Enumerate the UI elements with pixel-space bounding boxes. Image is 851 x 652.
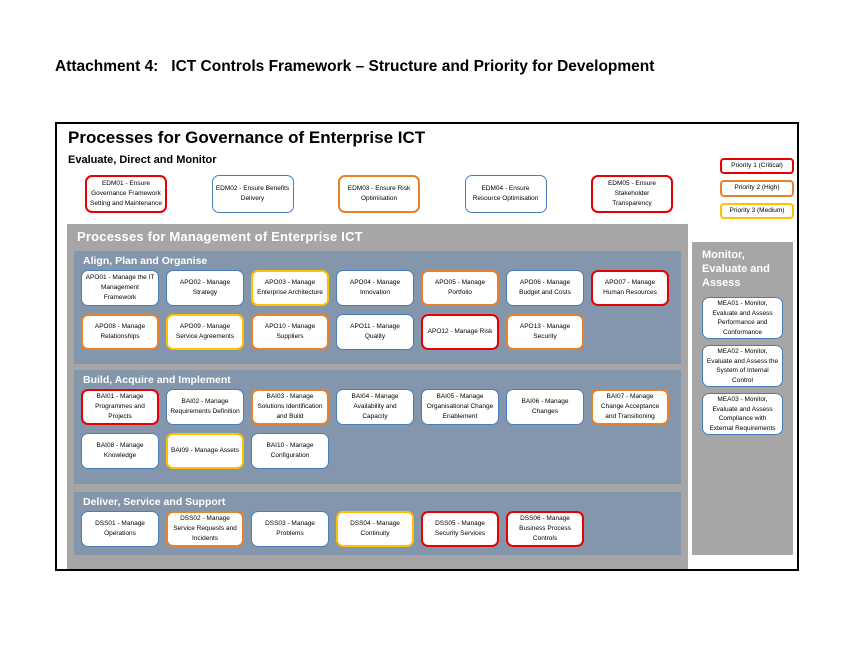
- priority-legend: Priority 1 (Critical) Priority 2 (High) …: [720, 158, 794, 220]
- process-apo13: APO13 - Manage Security: [506, 314, 584, 350]
- process-bai03: BAI03 - Manage Solutions Identification …: [251, 389, 329, 425]
- dss-process-grid: DSS01 - Manage Operations DSS02 - Manage…: [74, 511, 681, 547]
- section-bai-title: Build, Acquire and Implement: [83, 374, 231, 386]
- process-edm04: EDM04 - Ensure Resource Optimisation: [464, 175, 547, 213]
- process-edm01: EDM01 - Ensure Governance Framework Sett…: [85, 175, 167, 213]
- process-apo01: APO01 - Manage the IT Management Framewo…: [81, 270, 159, 306]
- process-dss06: DSS06 - Manage Business Process Controls: [506, 511, 584, 547]
- process-bai08: BAI08 - Manage Knowledge: [81, 433, 159, 469]
- apo-process-grid: APO01 - Manage the IT Management Framewo…: [74, 270, 681, 350]
- process-bai06: BAI06 - Manage Changes: [506, 389, 584, 425]
- process-bai07: BAI07 - Manage Change Acceptance and Tra…: [591, 389, 669, 425]
- section-build-acquire-implement: Build, Acquire and Implement BAI01 - Man…: [74, 370, 681, 484]
- section-apo-title: Align, Plan and Organise: [83, 255, 208, 267]
- process-dss03: DSS03 - Manage Problems: [251, 511, 329, 547]
- management-title: Processes for Management of Enterprise I…: [77, 229, 363, 244]
- process-apo11: APO11 - Manage Quality: [336, 314, 414, 350]
- process-mea03: MEA03 - Monitor, Evaluate and Assess Com…: [702, 393, 783, 436]
- governance-title: Processes for Governance of Enterprise I…: [68, 128, 426, 147]
- process-bai02: BAI02 - Manage Requirements Definition: [166, 389, 244, 425]
- process-mea01: MEA01 - Monitor, Evaluate and Assess Per…: [702, 297, 783, 340]
- process-edm03: EDM03 - Ensure Risk Optimisation: [338, 175, 420, 213]
- process-dss01: DSS01 - Manage Operations: [81, 511, 159, 547]
- process-dss04: DSS04 - Manage Continuity: [336, 511, 414, 547]
- management-panel: Processes for Management of Enterprise I…: [67, 224, 688, 569]
- process-edm05: EDM05 - Ensure Stakeholder Transparency: [591, 175, 673, 213]
- process-edm02: EDM02 - Ensure Benefits Delivery: [211, 175, 294, 213]
- process-bai09: BAI09 - Manage Assets: [166, 433, 244, 469]
- process-apo05: APO05 - Manage Portfolio: [421, 270, 499, 306]
- process-apo06: APO06 - Manage Budget and Costs: [506, 270, 584, 306]
- section-deliver-service-support: Deliver, Service and Support DSS01 - Man…: [74, 492, 681, 555]
- process-apo12: APO12 - Manage Risk: [421, 314, 499, 350]
- mea-panel: Monitor, Evaluate and Assess MEA01 - Mon…: [692, 242, 793, 555]
- section-dss-title: Deliver, Service and Support: [83, 496, 226, 508]
- process-apo04: APO04 - Manage Innovation: [336, 270, 414, 306]
- mea-title: Monitor, Evaluate and Assess: [702, 249, 770, 289]
- process-apo02: APO02 - Manage Strategy: [166, 270, 244, 306]
- bai-process-grid: BAI01 - Manage Programmes and Projects B…: [74, 389, 681, 469]
- governance-panel: Processes for Governance of Enterprise I…: [55, 122, 799, 571]
- governance-subtitle: Evaluate, Direct and Monitor: [68, 154, 217, 166]
- process-apo10: APO10 - Manage Suppliers: [251, 314, 329, 350]
- edm-process-row: EDM01 - Ensure Governance Framework Sett…: [85, 175, 673, 213]
- process-apo07: APO07 - Manage Human Resources: [591, 270, 669, 306]
- process-apo03: APO03 - Manage Enterprise Architecture: [251, 270, 329, 306]
- process-bai01: BAI01 - Manage Programmes and Projects: [81, 389, 159, 425]
- legend-priority-1: Priority 1 (Critical): [720, 158, 794, 175]
- legend-priority-3: Priority 3 (Medium): [720, 202, 794, 220]
- legend-priority-2: Priority 2 (High): [720, 180, 794, 197]
- process-apo08: APO08 - Manage Relationships: [81, 314, 159, 350]
- process-mea02: MEA02 - Monitor, Evaluate and Assess the…: [702, 345, 783, 388]
- page-title: Attachment 4: ICT Controls Framework – S…: [55, 58, 655, 75]
- process-dss05: DSS05 - Manage Security Services: [421, 511, 499, 547]
- mea-process-column: MEA01 - Monitor, Evaluate and Assess Per…: [692, 295, 793, 437]
- process-bai05: BAI05 - Manage Organisational Change Ena…: [421, 389, 499, 425]
- process-dss02: DSS02 - Manage Service Requests and Inci…: [166, 511, 244, 547]
- process-bai10: BAI10 - Manage Configuration: [251, 433, 329, 469]
- process-apo09: APO09 - Manage Service Agreements: [166, 314, 244, 350]
- process-bai04: BAI04 - Manage Availability and Capacity: [336, 389, 414, 425]
- section-align-plan-organise: Align, Plan and Organise APO01 - Manage …: [74, 251, 681, 364]
